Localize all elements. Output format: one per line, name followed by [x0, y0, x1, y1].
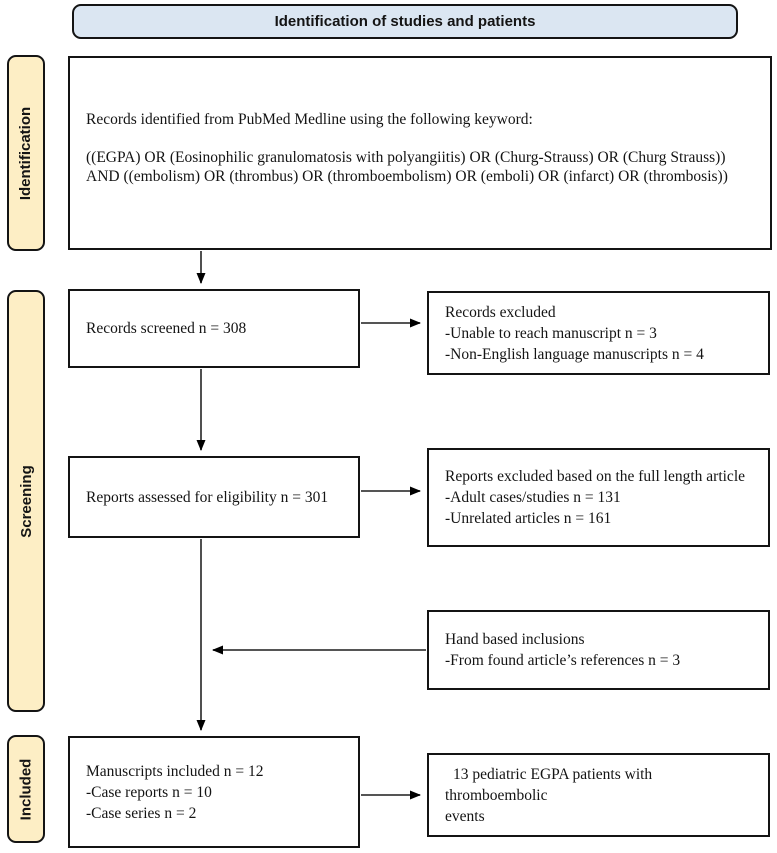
diagram-title: Identification of studies and patients: [72, 4, 738, 39]
records-excluded-item: -Non-English language manuscripts n = 4: [445, 345, 704, 363]
records-excluded-item: -Unable to reach manuscript n = 3: [445, 324, 657, 342]
box-manuscripts-included: Manuscripts included n = 12 -Case report…: [68, 736, 360, 848]
box-records-screened: Records screened n = 308: [68, 289, 360, 368]
reports-excluded-title: Reports excluded based on the full lengt…: [445, 468, 746, 485]
reports-excluded-item: -Adult cases/studies n = 131: [445, 489, 621, 506]
records-screened-text: Records screened n = 308: [86, 320, 247, 337]
hand-inclusions-title: Hand based inclusions: [445, 631, 585, 648]
stage-tab-screening-label: Screening: [17, 464, 35, 538]
stage-tab-included-label: Included: [17, 758, 35, 820]
records-excluded-title: Records excluded: [445, 303, 556, 321]
box-records-identified: Records identified from PubMed Medline u…: [68, 56, 772, 250]
manuscripts-included-item: -Case series n = 2: [86, 804, 197, 822]
reports-assessed-text: Reports assessed for eligibility n = 301: [86, 488, 329, 506]
diagram-title-label: Identification of studies and patients: [274, 13, 536, 30]
search-query-line1: ((EGPA) OR (Eosinophilic granulomatosis …: [86, 148, 726, 166]
box-final-result: 13 pediatric EGPA patients with thromboe…: [427, 753, 770, 837]
box-hand-inclusions: Hand based inclusions -From found articl…: [427, 610, 770, 690]
box-records-excluded: Records excluded -Unable to reach manusc…: [427, 291, 770, 375]
search-query: ((EGPA) OR (Eosinophilic granulomatosis …: [86, 148, 756, 187]
manuscripts-included-title: Manuscripts included n = 12: [86, 762, 264, 780]
stage-tab-screening: Screening: [7, 290, 45, 712]
stage-tab-included: Included: [7, 735, 45, 843]
hand-inclusions-item: -From found article’s references n = 3: [445, 652, 681, 669]
manuscripts-included-item: -Case reports n = 10: [86, 783, 212, 801]
records-identified-intro: Records identified from PubMed Medline u…: [86, 111, 533, 128]
search-query-line2: AND ((embolism) OR (thrombus) OR (thromb…: [86, 168, 728, 185]
box-reports-excluded: Reports excluded based on the full lengt…: [427, 448, 770, 547]
reports-excluded-item: -Unrelated articles n = 161: [445, 510, 612, 527]
stage-tab-identification-label: Identification: [17, 106, 35, 200]
box-reports-assessed: Reports assessed for eligibility n = 301: [68, 456, 360, 538]
stage-tab-identification: Identification: [7, 55, 45, 251]
final-result-line2: events: [445, 807, 485, 825]
final-result-line1: 13 pediatric EGPA patients with thromboe…: [445, 765, 653, 804]
